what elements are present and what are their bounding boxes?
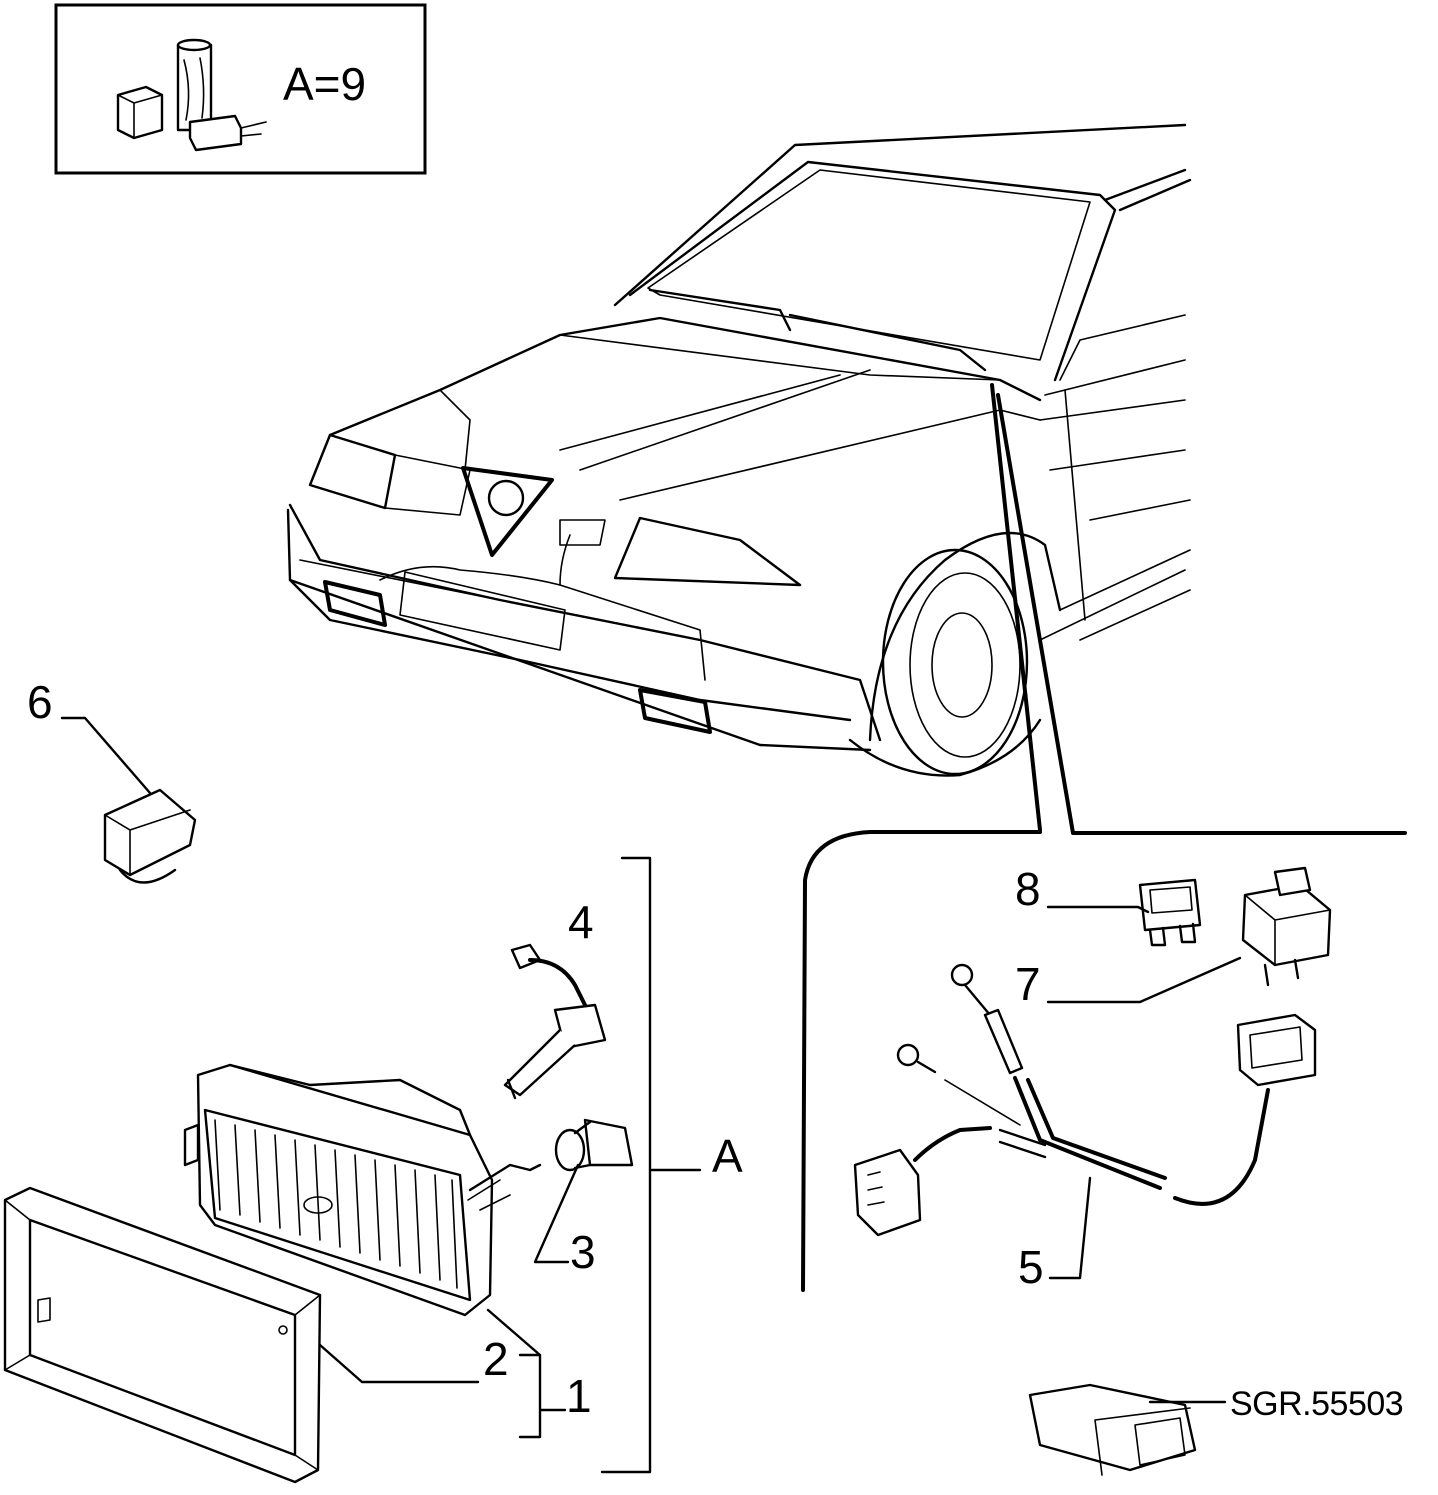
frame-part-2 (3, 1186, 322, 1484)
fuse-part-8 (1138, 878, 1202, 947)
foglamp-part-1 (183, 1063, 542, 1317)
callout-3: 3 (570, 1226, 596, 1278)
kit-relay-icon (116, 85, 164, 140)
reference-code: SGR.55503 (1230, 1385, 1403, 1423)
holder-part-3 (554, 1118, 634, 1172)
callout-1: 1 (566, 1370, 592, 1422)
inset-label: A=9 (283, 58, 366, 110)
callout-5: 5 (1018, 1241, 1044, 1293)
harness-part-5 (853, 963, 1317, 1237)
clip-part-6 (103, 788, 197, 884)
callout-4: 4 (568, 896, 594, 948)
group-a-bracket (600, 856, 702, 1474)
car-illustration (286, 123, 1407, 835)
switch-reference (1028, 1383, 1197, 1476)
leader-3 (533, 1163, 580, 1264)
callout-6: 6 (27, 676, 53, 728)
leader-2 (318, 1343, 480, 1384)
kit-inset: A=9 (54, 3, 427, 175)
kit-bulb-icon (176, 38, 213, 132)
leader-1 (486, 1308, 567, 1439)
kit-fuse-icon (188, 114, 267, 152)
callout-2: 2 (483, 1333, 509, 1385)
relay-part-7 (1241, 866, 1332, 987)
leader-8 (1046, 905, 1150, 914)
leader-5 (1048, 1176, 1092, 1280)
bulb-part-4 (503, 943, 607, 1100)
leader-6 (60, 716, 152, 795)
callout-a: A (712, 1130, 743, 1182)
leader-7 (1046, 956, 1242, 1004)
detail-panel (801, 830, 1042, 1292)
callout-7: 7 (1015, 958, 1041, 1010)
callout-8: 8 (1015, 863, 1041, 915)
